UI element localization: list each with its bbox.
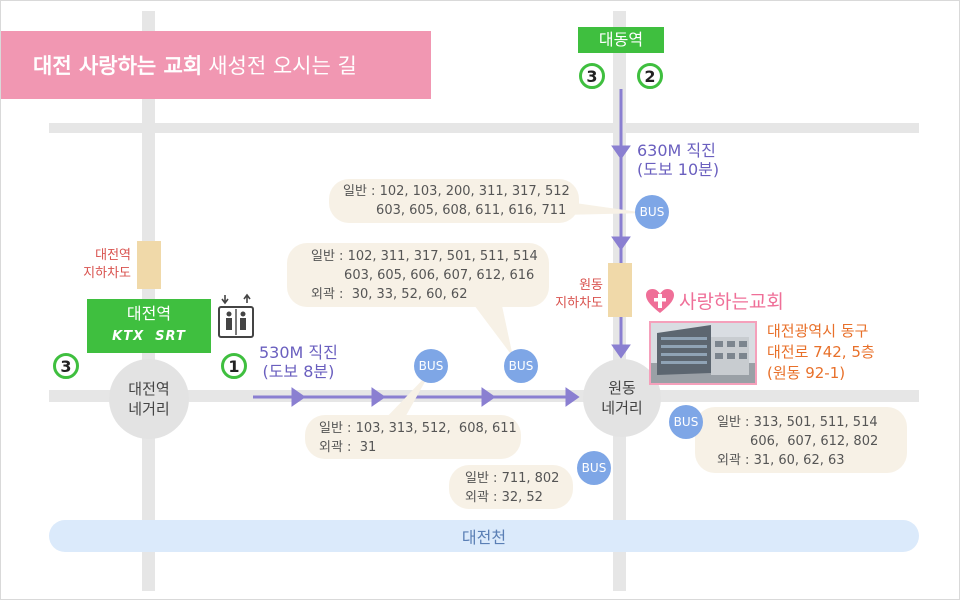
bubble-pointer-lower-left: [383, 371, 431, 421]
bubble-pointer-middle: [471, 301, 513, 357]
page-title: 대전 사랑하는 교회 새성전 오시는 길: [1, 31, 431, 99]
bus-stop-middle: BUS: [504, 349, 538, 383]
bus-info-right: 일반 : 313, 501, 511, 514 606, 607, 612, 8…: [695, 407, 907, 473]
church-building-photo: [649, 321, 757, 385]
daejeon-exit-3: 3: [53, 353, 79, 379]
road-north-horizontal: [49, 123, 919, 133]
daedong-exit-2: 2: [637, 63, 663, 89]
route-arrow-west-4: [565, 387, 580, 407]
route-arrow-west-1: [291, 387, 306, 407]
bus-info-middle: 일반 : 102, 311, 317, 501, 511, 514 603, 6…: [287, 243, 549, 307]
river-daejeoncheon: 대전천: [49, 520, 919, 552]
bus-stop-bottom: BUS: [577, 451, 611, 485]
daejeon-underpass-bar: [137, 241, 161, 289]
daejeon-station-tag: 대전역 KTX SRT: [87, 299, 211, 353]
walk-label-west: 530M 직진(도보 8분): [259, 343, 338, 381]
church-name: 사랑하는교회: [645, 287, 784, 314]
title-bold: 대전 사랑하는 교회: [33, 54, 203, 78]
ktx-srt-logo: KTX SRT: [112, 329, 186, 344]
bus-stop-right: BUS: [669, 405, 703, 439]
elevator-icon: [217, 293, 255, 339]
route-arrow-north-3: [611, 344, 631, 359]
title-rest: 새성전 오시는 길: [208, 54, 357, 78]
route-arrow-north-1: [611, 145, 631, 160]
walk-label-north: 630M 직진(도보 10분): [637, 141, 720, 179]
route-arrow-north-2: [611, 236, 631, 251]
daedong-station-tag: 대동역: [578, 27, 664, 53]
bus-info-top: 일반 : 102, 103, 200, 311, 317, 512 603, 6…: [329, 179, 579, 223]
route-arrow-west-3: [481, 387, 496, 407]
wondong-underpass-bar: [608, 263, 632, 317]
daejeon-exit-1: 1: [221, 353, 247, 379]
route-arrow-west-2: [371, 387, 386, 407]
bus-stop-top: BUS: [635, 195, 669, 229]
heart-cross-icon: [646, 288, 674, 313]
daedong-exit-3: 3: [579, 63, 605, 89]
bus-stop-lower-left: BUS: [414, 349, 448, 383]
bubble-pointer-top: [561, 201, 646, 215]
